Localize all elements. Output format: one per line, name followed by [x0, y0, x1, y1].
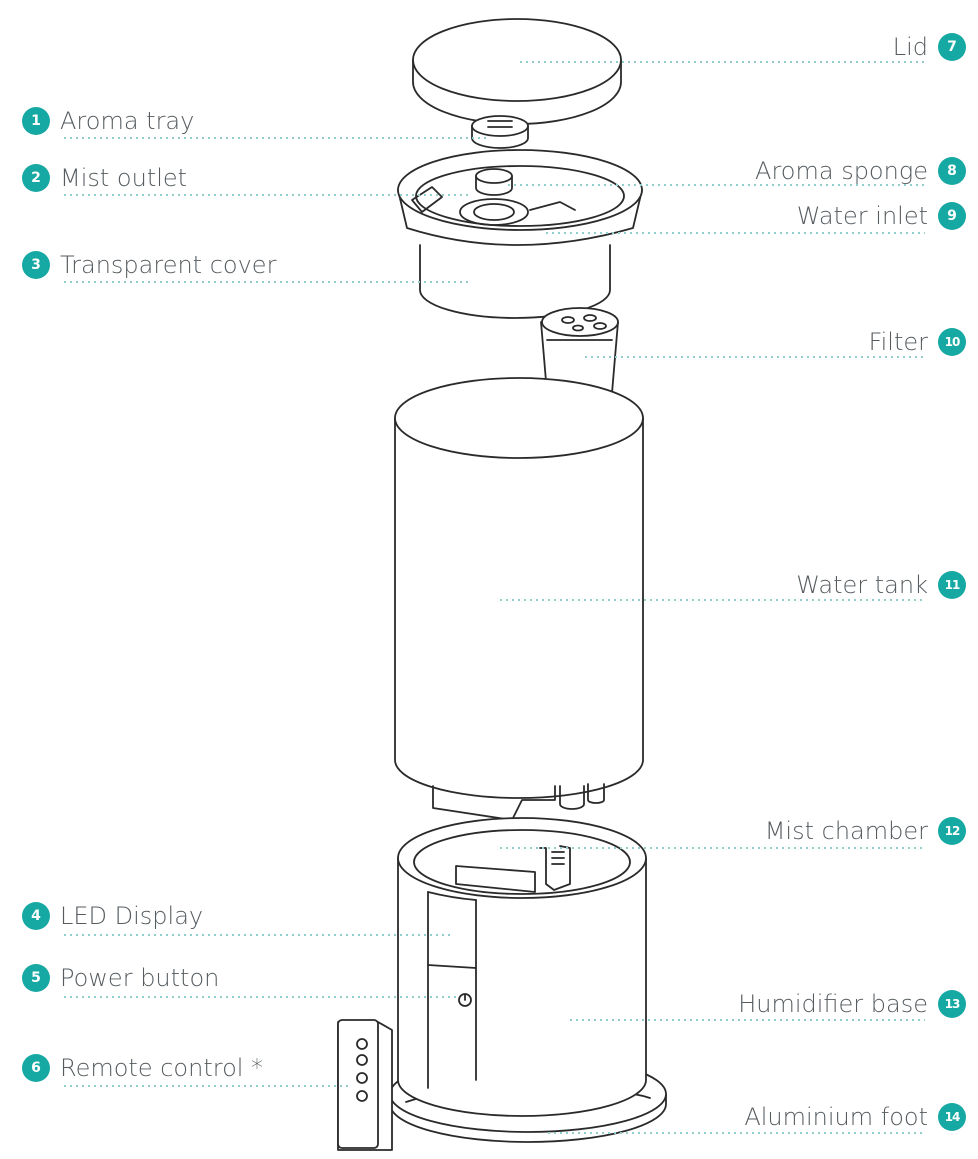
water-tank-part	[394, 377, 644, 827]
callout-badge: 9	[938, 202, 966, 230]
leader-lines	[64, 61, 925, 1134]
callout-text: LED Display	[60, 902, 204, 930]
callout-badge: 13	[938, 990, 966, 1018]
humidifier-base-part	[397, 817, 647, 1117]
label-aroma-sponge: Aroma sponge 8	[755, 156, 966, 186]
label-water-tank: Water tank 11	[796, 570, 966, 600]
label-mist-outlet: 2 Mist outlet	[22, 163, 187, 193]
callout-text: Lid	[892, 33, 928, 61]
label-mist-chamber: Mist chamber 12	[765, 816, 966, 846]
label-humidifier-base: Humidifier base 13	[738, 989, 966, 1019]
callout-text: Remote control *	[60, 1054, 264, 1082]
callout-badge: 6	[22, 1054, 50, 1082]
callout-badge: 4	[22, 902, 50, 930]
callout-text: Water inlet	[796, 202, 928, 230]
aroma-sponge-part	[475, 168, 513, 196]
callout-badge: 11	[938, 571, 966, 599]
label-filter: Filter 10	[869, 327, 966, 357]
callout-text: Aluminium foot	[744, 1103, 928, 1131]
callout-badge: 8	[938, 157, 966, 185]
callout-text: Filter	[868, 328, 928, 356]
callout-text: Water tank	[796, 571, 928, 599]
callout-badge: 5	[22, 964, 50, 992]
callout-badge: 10	[938, 328, 966, 356]
callout-text: Aroma tray	[60, 107, 195, 135]
callout-text: Humidifier base	[738, 990, 928, 1018]
label-aroma-tray: 1 Aroma tray	[22, 106, 194, 136]
callout-badge: 7	[938, 33, 966, 61]
label-lid: Lid 7	[893, 32, 966, 62]
label-transparent-cover: 3 Transparent cover	[22, 250, 276, 280]
callout-text: Mist chamber	[764, 817, 928, 845]
lid-part	[412, 18, 622, 125]
label-water-inlet: Water inlet 9	[797, 201, 966, 231]
callout-text: Mist outlet	[60, 164, 188, 192]
callout-badge: 14	[938, 1103, 966, 1131]
transparent-cover-part	[397, 149, 643, 319]
label-led-display: 4 LED Display	[22, 901, 203, 931]
label-aluminium-foot: Aluminium foot 14	[744, 1102, 966, 1132]
callout-badge: 1	[22, 107, 50, 135]
aroma-tray-part	[471, 115, 529, 149]
callout-text: Aroma sponge	[755, 157, 928, 185]
callout-text: Power button	[60, 964, 220, 992]
remote-control-part	[337, 1019, 393, 1151]
label-remote-control: 6 Remote control *	[22, 1053, 263, 1083]
callout-badge: 2	[22, 164, 50, 192]
label-power-button: 5 Power button	[22, 963, 219, 993]
callout-badge: 12	[938, 817, 966, 845]
callout-badge: 3	[22, 251, 50, 279]
callout-text: Transparent cover	[60, 251, 277, 279]
